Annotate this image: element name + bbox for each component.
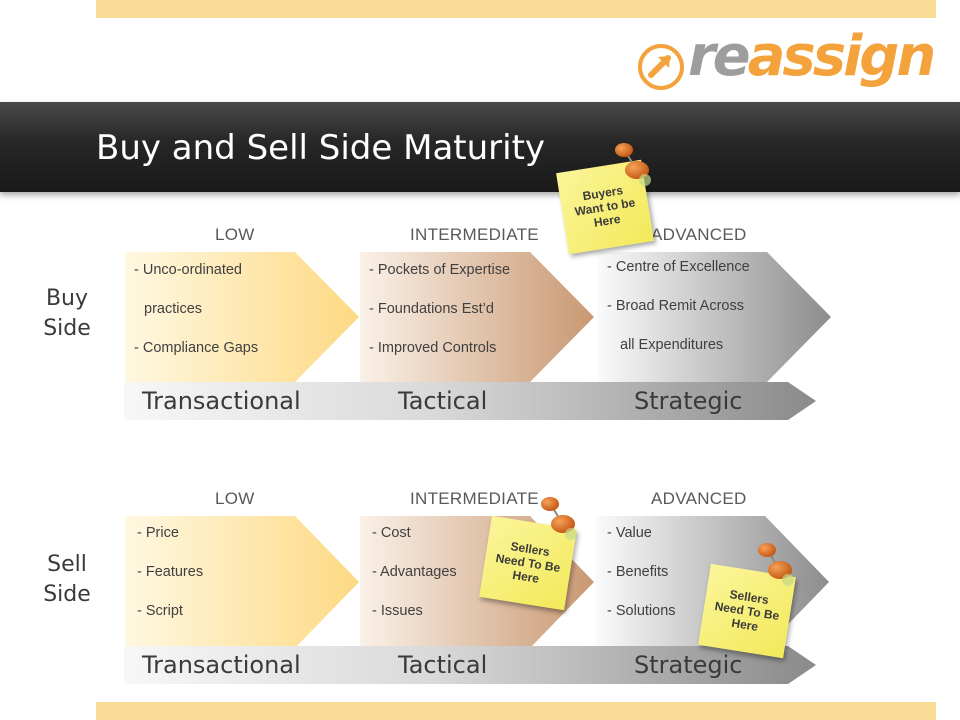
- sell-low-item: - Price: [137, 525, 179, 541]
- buy-advanced-item: all Expenditures: [620, 337, 724, 353]
- sell-advanced-item: - Solutions: [607, 603, 676, 619]
- sell-side-label: Sell Side: [22, 550, 112, 610]
- logo-arrow-icon: [638, 44, 684, 90]
- logo-assign: assign: [747, 24, 937, 89]
- buy-intermediate-item: - Improved Controls: [369, 340, 497, 356]
- buy-band-strategic: Strategic: [634, 387, 743, 415]
- logo-wordmark: reassign: [688, 24, 937, 89]
- sell-advanced-item: - Value: [607, 525, 652, 541]
- slide-title: Buy and Sell Side Maturity: [96, 128, 546, 168]
- sell-band-strategic: Strategic: [634, 651, 743, 679]
- sell-intermediate-item: - Issues: [372, 603, 423, 619]
- sell-low-item: - Features: [137, 564, 204, 580]
- sell-level-intermediate: INTERMEDIATE: [410, 489, 539, 508]
- buy-intermediate-arrow: - Pockets of Expertise - Foundations Est…: [360, 252, 596, 382]
- title-bar: [0, 102, 960, 192]
- buy-advanced-item: - Centre of Excellence: [607, 259, 750, 275]
- buy-side-label-line2: Side: [43, 316, 91, 341]
- reassign-logo: reassign: [636, 24, 936, 100]
- sell-side-label-line1: Sell: [47, 552, 87, 577]
- buy-band-tactical: Tactical: [398, 387, 488, 415]
- buy-level-low: LOW: [215, 225, 255, 244]
- sell-side-label-line2: Side: [43, 582, 91, 607]
- buy-maturity-band: Transactional Tactical Strategic: [124, 382, 818, 422]
- buy-level-advanced: ADVANCED: [651, 225, 747, 244]
- sell-advanced-item: - Benefits: [607, 564, 669, 580]
- buy-intermediate-item: - Foundations Est’d: [369, 301, 494, 317]
- buy-advanced-arrow: - Centre of Excellence - Broad Remit Acr…: [597, 252, 833, 382]
- sell-low-list: - Price - Features - Script: [137, 520, 203, 637]
- sell-low-item: - Script: [137, 603, 183, 619]
- pushpin-icon: [541, 497, 577, 540]
- buy-band-transactional: Transactional: [142, 387, 301, 415]
- logo-re: re: [688, 24, 751, 89]
- sell-maturity-band: Transactional Tactical Strategic: [124, 646, 818, 686]
- sell-intermediate-item: - Advantages: [372, 564, 457, 580]
- sell-intermediate-list: - Cost - Advantages - Issues: [372, 520, 457, 637]
- sell-level-advanced: ADVANCED: [651, 489, 747, 508]
- buy-intermediate-item: - Pockets of Expertise: [369, 262, 511, 278]
- sell-low-arrow: - Price - Features - Script: [125, 516, 361, 648]
- buy-low-list: - Unco-ordinated practices - Compliance …: [134, 257, 258, 374]
- sell-band-tactical: Tactical: [398, 651, 488, 679]
- buy-level-intermediate: INTERMEDIATE: [410, 225, 539, 244]
- buy-low-item: - Compliance Gaps: [134, 340, 259, 356]
- sell-intermediate-item: - Cost: [372, 525, 411, 541]
- buy-advanced-item: - Broad Remit Across: [607, 298, 744, 314]
- buy-low-item: - Unco-ordinated: [134, 262, 242, 278]
- pushpin-icon: [615, 143, 651, 186]
- buy-low-arrow: - Unco-ordinated practices - Compliance …: [125, 252, 361, 382]
- top-accent-bar: [96, 0, 936, 18]
- buy-side-label: Buy Side: [22, 284, 112, 344]
- buy-intermediate-list: - Pockets of Expertise - Foundations Est…: [369, 257, 510, 374]
- pushpin-icon: [758, 543, 794, 586]
- sell-advanced-list: - Value - Benefits - Solutions: [607, 520, 676, 637]
- sell-level-low: LOW: [215, 489, 255, 508]
- sell-band-transactional: Transactional: [142, 651, 301, 679]
- buy-advanced-list: - Centre of Excellence - Broad Remit Acr…: [607, 254, 750, 371]
- buy-low-item: practices: [144, 301, 203, 317]
- bottom-accent-bar: [96, 702, 936, 720]
- buy-side-label-line1: Buy: [45, 286, 89, 311]
